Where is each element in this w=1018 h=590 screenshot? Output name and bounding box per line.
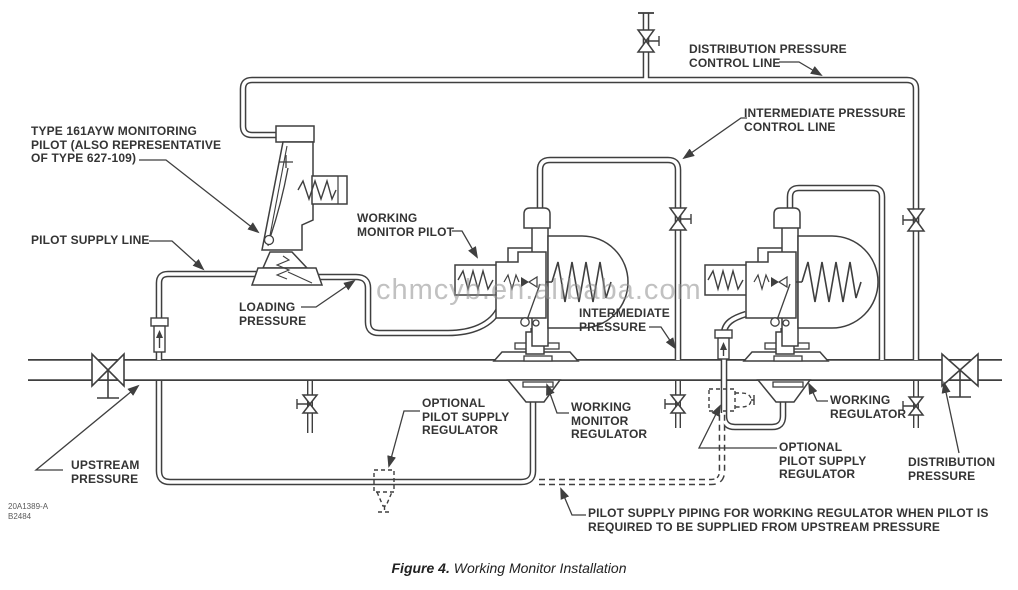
label-distribution-pressure: DISTRIBUTION PRESSURE (908, 455, 996, 483)
upstream-block-valve (91, 352, 125, 399)
label-intermediate-pressure-control-line: INTERMEDIATE PRESSURE CONTROL LINE (744, 106, 906, 134)
distribution-block-valve (941, 352, 979, 398)
label-working-monitor-pilot: WORKING MONITOR PILOT (357, 211, 455, 239)
control-lines (155, 12, 920, 486)
label-loading-pressure: LOADING PRESSURE (239, 300, 307, 328)
optional-pilot-supply-regulator-symbol-2 (708, 388, 755, 412)
small-valves (296, 29, 926, 416)
pilot-supply-filter-left (150, 317, 169, 353)
optional-pilot-supply-piping-dashed (539, 413, 726, 486)
label-optional-pilot-supply-regulator-2: OPTIONAL PILOT SUPPLY REGULATOR (779, 440, 867, 481)
label-type-161ayw-monitoring-pilot: TYPE 161AYW MONITORING PILOT (ALSO REPRE… (31, 124, 222, 165)
monitoring-pilot-161ayw (250, 125, 348, 286)
figure-caption: Figure 4. Working Monitor Installation (0, 560, 1018, 576)
figure-caption-number: Figure 4. (391, 560, 450, 576)
leader-lines (34, 61, 960, 516)
label-working-regulator: WORKING REGULATOR (830, 393, 907, 421)
label-working-monitor-regulator: WORKING MONITOR REGULATOR (571, 400, 648, 441)
document-number: 20A1389-A B2484 (8, 502, 49, 521)
label-optional-pilot-supply-regulator-1: OPTIONAL PILOT SUPPLY REGULATOR (422, 396, 510, 437)
pilot-supply-filter-right (714, 329, 733, 360)
label-upstream-pressure: UPSTREAM PRESSURE (71, 458, 140, 486)
label-pilot-supply-piping-note: PILOT SUPPLY PIPING FOR WORKING REGULATO… (588, 506, 989, 534)
figure-caption-title: Working Monitor Installation (449, 560, 627, 576)
label-distribution-pressure-control-line: DISTRIBUTION PRESSURE CONTROL LINE (689, 42, 847, 70)
label-pilot-supply-line: PILOT SUPPLY LINE (31, 233, 150, 247)
optional-pilot-supply-regulator-symbol-1 (373, 469, 395, 513)
watermark: chmcyb.en.alibaba.com (376, 274, 702, 306)
label-intermediate-pressure: INTERMEDIATE PRESSURE (579, 306, 670, 334)
